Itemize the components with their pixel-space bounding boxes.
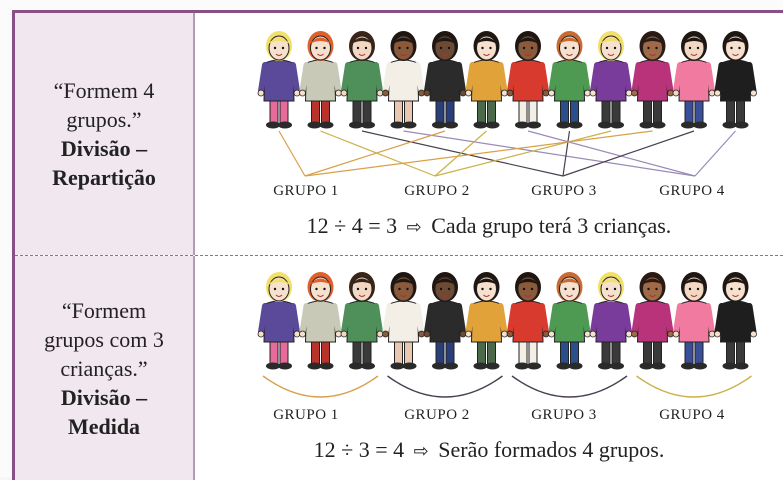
equation-line: 12 ÷ 3 = 4 ⇨ Serão formados 4 grupos. [195,437,783,463]
child-figure [299,272,342,370]
instruction-quote-line: crianças.” [60,355,148,381]
division-type-line: Divisão – [60,136,148,161]
child-figure [589,272,633,370]
equation-line: 12 ÷ 4 = 3 ⇨ Cada grupo terá 3 crianças. [195,213,783,239]
row-measure: “Formem grupos com 3 crianças.” Divisão … [15,256,783,480]
child-figure [548,31,591,129]
child-figure [465,272,508,370]
child-figure [257,31,301,129]
group-connector-line [304,130,446,177]
row-label-cell: “Formem grupos com 3 crianças.” Divisão … [15,256,195,480]
child-figure [465,31,508,129]
child-figure [631,31,674,129]
group-label: GRUPO 2 [404,407,470,423]
child-figure [423,272,467,370]
child-figure [631,272,674,370]
equation: 12 ÷ 3 = 4 [313,437,405,462]
child-figure [714,272,757,370]
row-illustration-cell: GRUPO 1 GRUPO 2 GRUPO 3 GRUPO 4 12 ÷ 3 =… [195,256,783,480]
child-figure [299,31,342,129]
group-connector-line [562,130,695,177]
group-connector-line [562,130,571,177]
equation: 12 ÷ 4 = 3 [306,213,398,238]
child-figure [340,31,384,129]
instruction-quote-line: grupos.” [66,107,142,132]
group-label: GRUPO 2 [404,183,470,199]
group-connector-line [403,130,696,177]
row-label-cell: “Formem 4 grupos.” Divisão – Repartição [15,13,195,255]
child-figure [382,272,425,370]
equation-result: Serão formados 4 grupos. [438,437,665,462]
group-label: GRUPO 4 [659,183,725,199]
group-label: GRUPO 1 [273,183,339,199]
instruction-quote-line: grupos com 3 [44,326,164,352]
child-figure [672,272,716,370]
division-type-line: Repartição [52,165,156,190]
group-label: GRUPO 3 [531,183,597,199]
child-figure [382,31,425,129]
child-figure [548,272,591,370]
group-label: GRUPO 3 [531,407,597,423]
child-figure [672,31,716,129]
instruction-quote-line: “Formem [61,297,147,323]
division-type-line: Medida [67,413,141,439]
group-connector-line [527,130,696,177]
children-illustration [257,31,757,177]
child-figure [506,31,550,129]
child-figure [423,31,467,129]
child-figure [506,272,550,370]
group-label: GRUPO 1 [273,407,339,423]
group-arc [511,375,628,398]
row-partition: “Formem 4 grupos.” Divisão – Repartição … [15,13,783,256]
group-connector-line [434,130,487,177]
group-connector-line [278,130,306,177]
group-arc [387,375,503,398]
group-arc [262,375,379,398]
group-connector-line [304,130,653,177]
hollow-right-arrow-icon: ⇨ [406,217,422,238]
division-table: “Formem 4 grupos.” Divisão – Repartição … [12,10,783,480]
child-figure [714,31,757,129]
child-figure [257,272,301,370]
group-connector-line [434,130,612,177]
group-connector-line [694,130,736,177]
child-figure [340,272,384,370]
group-label: GRUPO 4 [659,407,725,423]
group-arc [636,375,752,398]
group-connector-line [320,130,436,177]
division-type-line: Divisão – [60,384,148,410]
hollow-right-arrow-icon: ⇨ [413,441,429,462]
group-connector-line [361,130,564,177]
equation-result: Cada grupo terá 3 crianças. [431,213,672,238]
instruction-quote-line: “Formem 4 [53,78,155,103]
children-illustration [257,272,757,398]
row-illustration-cell: GRUPO 1 GRUPO 2 GRUPO 3 GRUPO 4 12 ÷ 4 =… [195,13,783,255]
child-figure [589,31,633,129]
